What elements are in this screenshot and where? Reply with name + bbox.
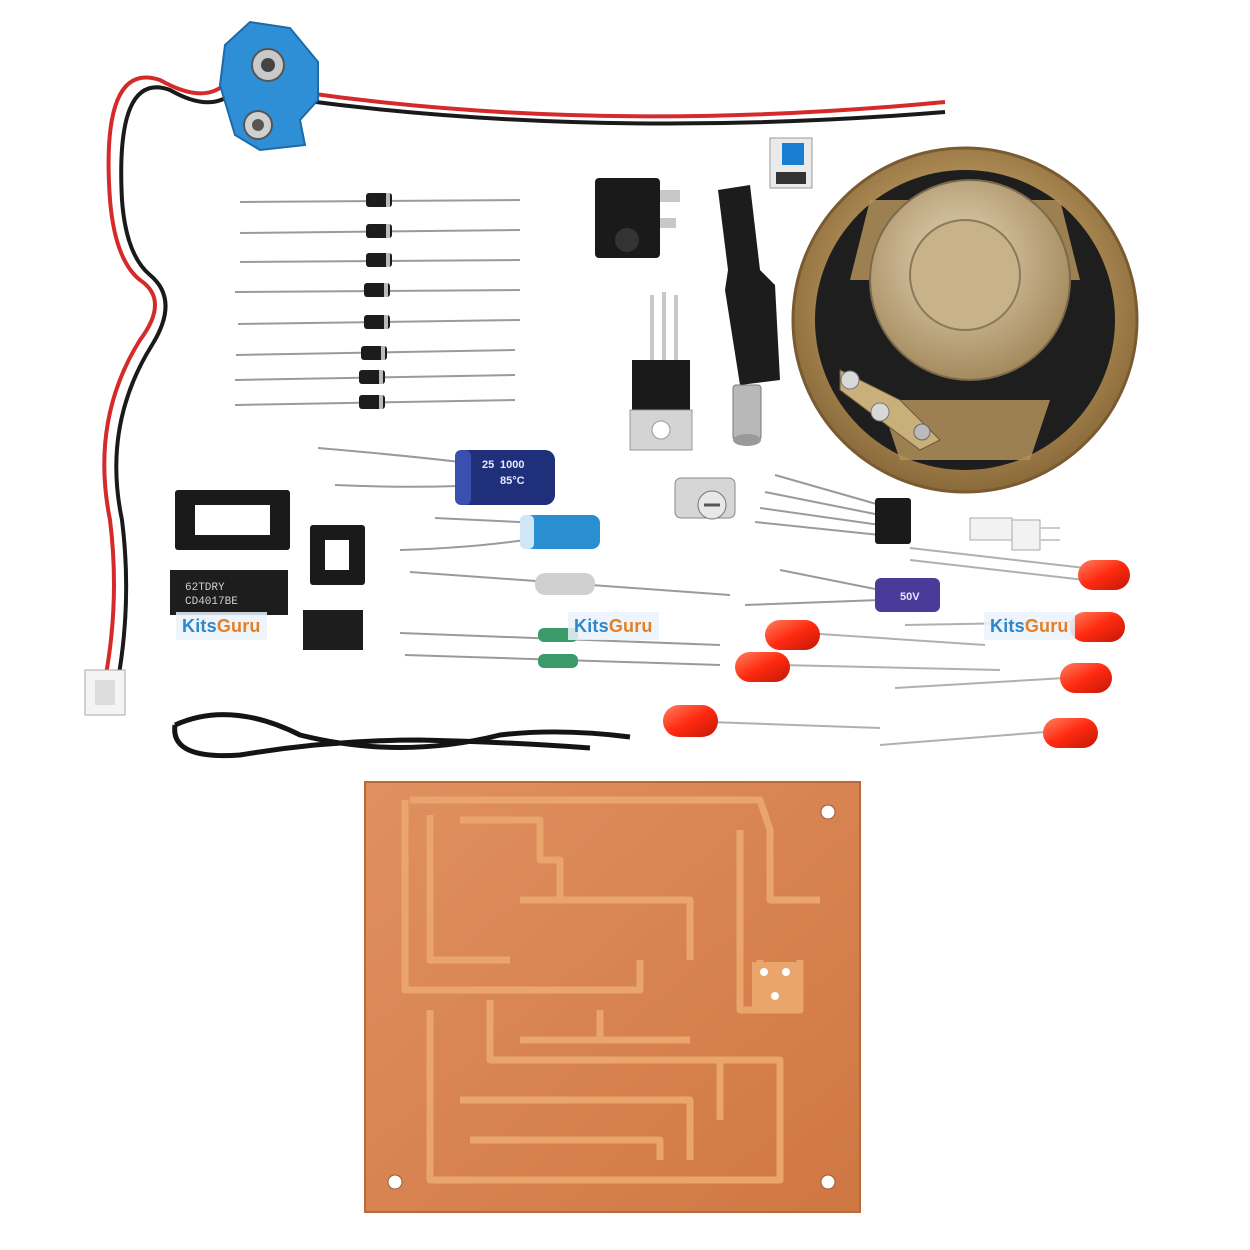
led [735, 652, 1001, 682]
ic-label-line2: CD4017BE [185, 596, 238, 608]
resistors [399, 571, 731, 668]
cap-label-value: 1000 [500, 459, 524, 471]
dc-jack-socket [595, 178, 680, 258]
diode [239, 253, 521, 267]
two-pin-connector [969, 517, 1060, 551]
leds [663, 547, 1130, 748]
dc-plug [718, 185, 780, 446]
watermark-part1: Kits [574, 615, 609, 636]
ic-cd4017: 62TDRY CD4017BE [170, 570, 288, 615]
capacitor-1000uf: 25 1000 85°C [317, 447, 555, 505]
ic-socket-16pin [175, 490, 290, 550]
cap-small-voltage: 50V [900, 591, 920, 603]
battery-clip [102, 20, 946, 681]
diodes [234, 193, 521, 409]
led [909, 547, 1130, 590]
diode [239, 193, 521, 207]
diode [234, 370, 516, 384]
resistor [404, 654, 721, 668]
watermark-part2: Guru [1024, 615, 1069, 636]
voltage-regulator [629, 292, 693, 451]
led [765, 620, 986, 650]
diode [239, 224, 521, 238]
watermark-part2: Guru [216, 615, 261, 636]
ic-socket-8pin [310, 525, 365, 585]
led [894, 663, 1112, 693]
cap-label-temp: 85°C [500, 475, 525, 487]
diode [235, 346, 516, 360]
speaker [791, 146, 1139, 494]
trimmer-potentiometer [674, 477, 736, 520]
push-button [769, 137, 813, 189]
diode [237, 315, 521, 329]
jst-connector [84, 669, 126, 716]
watermark-part1: Kits [182, 615, 217, 636]
diode [234, 395, 516, 409]
cap-label-voltage: 25 [482, 459, 494, 471]
diode [234, 283, 521, 297]
watermark-part1: Kits [990, 615, 1025, 636]
capacitor-small-blue [399, 515, 600, 551]
ic-label-line1: 62TDRY [185, 582, 225, 594]
black-wire [172, 712, 631, 759]
pcb-board [364, 781, 861, 1213]
capacitor-10uf: 50V [744, 569, 940, 612]
led [879, 718, 1098, 748]
ic-8pin-chip [303, 610, 363, 650]
resistor [399, 628, 721, 646]
watermark-part2: Guru [608, 615, 653, 636]
bridge-rectifier [754, 474, 911, 544]
resistor-power [409, 571, 731, 596]
led [663, 705, 881, 737]
